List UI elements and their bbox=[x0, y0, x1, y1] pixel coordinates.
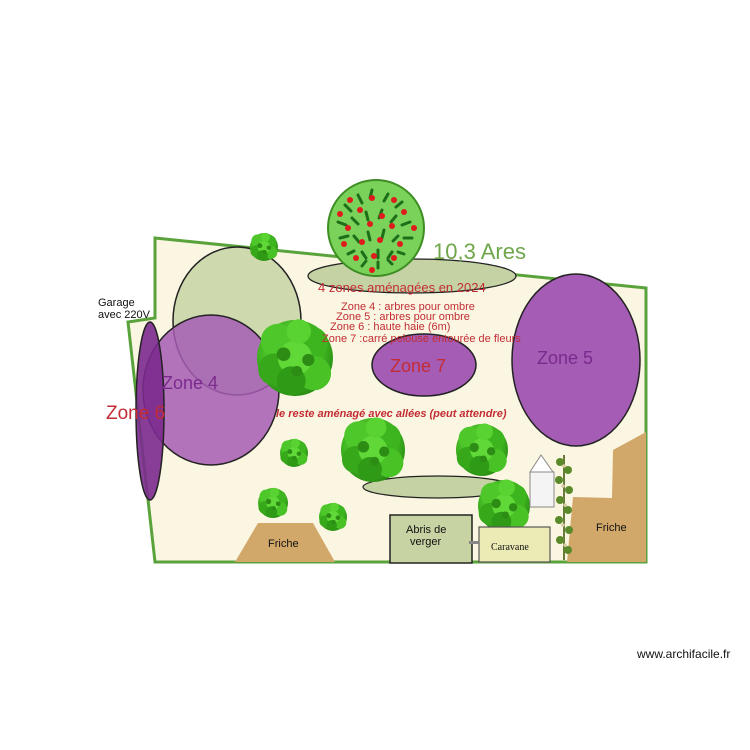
garage-label-line-2: avec 220V bbox=[98, 309, 151, 321]
zone-6-label: Zone 6 bbox=[106, 403, 165, 424]
legend-line-4: Zone 7 :carré pelouse entourée de fleurs bbox=[322, 333, 521, 345]
bush-icon bbox=[250, 232, 278, 261]
friche-label-left: Friche bbox=[268, 538, 299, 550]
area-label: 10,3 Ares bbox=[433, 239, 526, 264]
legend-line-2: Zone 5 : arbres pour ombre bbox=[336, 311, 470, 323]
bush-icon bbox=[258, 487, 288, 518]
zone-7-label: Zone 7 bbox=[390, 356, 446, 376]
zone-5-ellipse bbox=[511, 273, 641, 447]
friche-area-right bbox=[567, 432, 646, 562]
abris-label-line-2: verger bbox=[410, 536, 442, 548]
caravane-hitch bbox=[469, 541, 479, 544]
climbing-plant-icon bbox=[555, 455, 573, 560]
caravane-box bbox=[478, 526, 551, 563]
zone-7-ellipse bbox=[371, 333, 477, 397]
friche-label-right: Friche bbox=[596, 522, 627, 534]
zone-4-label: Zone 4 bbox=[162, 373, 218, 393]
garage-label-line-1: Garage bbox=[98, 297, 135, 309]
note-label: le reste aménagé avec allées (peut atten… bbox=[276, 408, 507, 420]
legend-line-3: Zone 6 : haute haie (6m) bbox=[330, 321, 450, 333]
bush-icon bbox=[280, 438, 308, 467]
friche-area-left bbox=[235, 523, 335, 562]
tree-icon bbox=[456, 423, 508, 476]
zone-6-ellipse bbox=[135, 321, 165, 501]
caravane-label: Caravane bbox=[491, 542, 529, 553]
abris-label-line-1: Abris de bbox=[406, 524, 446, 536]
bush-icon bbox=[319, 502, 347, 531]
abris-de-verger-shed bbox=[389, 514, 473, 564]
zone-5-label: Zone 5 bbox=[537, 348, 593, 368]
tree-icon bbox=[257, 319, 333, 396]
tree-icon bbox=[341, 417, 405, 482]
house-icon bbox=[529, 454, 555, 508]
fruit-tree-icon bbox=[327, 179, 425, 277]
tree-icon bbox=[478, 479, 530, 532]
legend-line-1: Zone 4 : arbres pour ombre bbox=[341, 301, 475, 313]
watermark: www.archifacile.fr bbox=[636, 647, 730, 661]
subtitle-label: 4 zones aménagées en 2024 bbox=[318, 280, 486, 295]
